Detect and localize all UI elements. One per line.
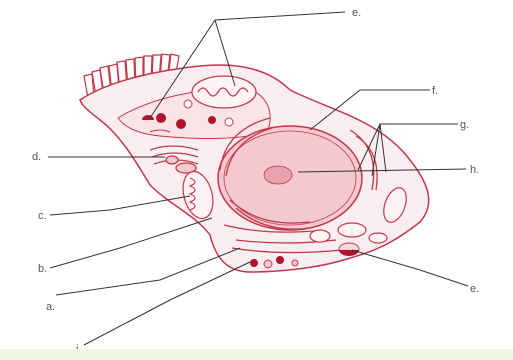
label-e-bottom: e.: [470, 283, 479, 295]
label-d: d.: [32, 151, 41, 163]
leader-e-bottom: [352, 250, 468, 286]
label-a: a.: [46, 301, 55, 313]
leader-a: [56, 248, 240, 295]
label-e-top: e.: [352, 7, 361, 19]
label-g: g.: [460, 119, 469, 131]
leader-b: [50, 218, 212, 268]
mitochondrion-top: [192, 76, 256, 108]
secretory-granule-bottom: [339, 243, 359, 256]
nucleolus: [264, 166, 292, 184]
label-c: c.: [38, 210, 47, 222]
label-h: h.: [470, 164, 479, 176]
leader-i: [84, 262, 250, 345]
nucleus: [218, 126, 362, 230]
footer-band: [0, 349, 513, 360]
label-f: f.: [432, 85, 438, 97]
label-b: b.: [38, 263, 47, 275]
